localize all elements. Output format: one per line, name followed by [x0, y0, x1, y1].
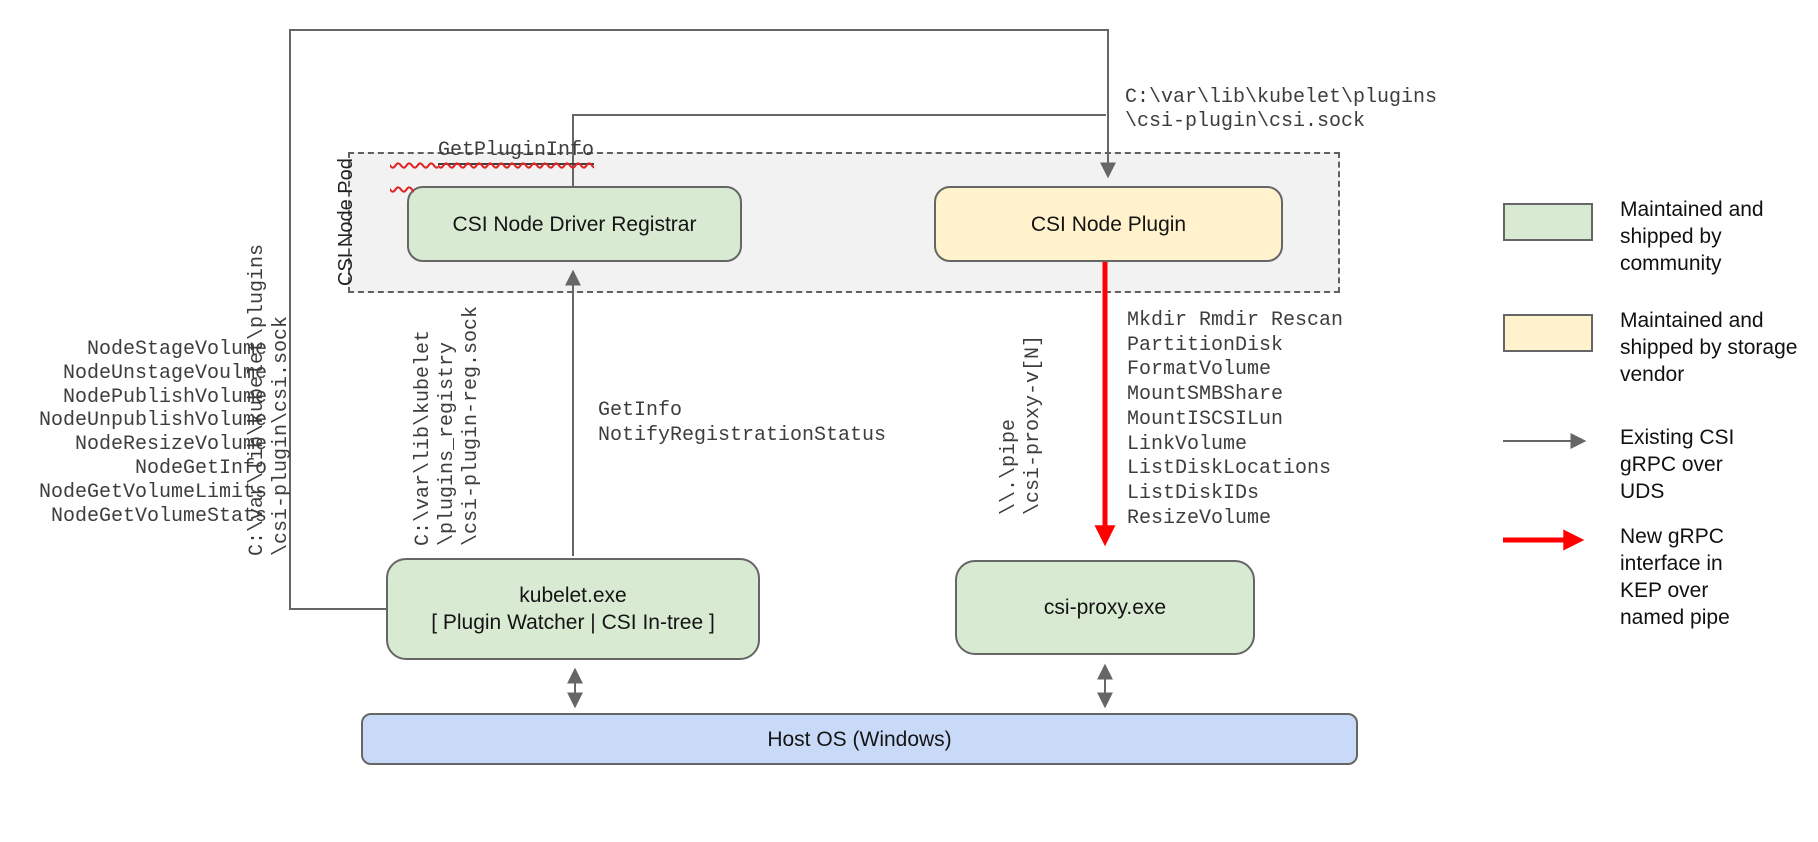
legend-vendor-label: Maintained and shipped by storage vendor [1620, 309, 1798, 386]
csi-proxy-api-item: ListDiskIDs [1127, 481, 1260, 505]
legend-community-label: Maintained and shipped by community [1620, 198, 1764, 275]
legend-uds-arrow-label: Existing CSI gRPC over UDS [1620, 426, 1735, 503]
node-rpc-call-item: NodeUnpublishVolume [38, 409, 267, 433]
registrar-box-label: CSI Node Driver Registrar [452, 212, 697, 236]
csi-proxy-api-item: ListDiskLocations [1127, 457, 1332, 481]
csi-proxy-api-item: MountISCSILun [1127, 407, 1284, 431]
csi-proxy-box: csi-proxy.exe [955, 560, 1255, 655]
node-rpc-call-item: NodeGetInfo [134, 456, 267, 480]
csi-proxy-api-item: Mkdir Rmdir Rescan [1127, 309, 1344, 332]
node-rpc-call-item: NodeResizeVolume [74, 433, 267, 457]
named-pipe-path-vertical-label: \\.\pipe \csi-proxy-v[N] [998, 334, 1045, 515]
node-rpc-call-item: NodeStageVolume [86, 338, 267, 361]
plugin-reg-sock-path-vertical-label: C:\var\lib\kubelet \plugins_registry \cs… [412, 305, 483, 546]
host-os-box: Host OS (Windows) [361, 713, 1358, 765]
getplugininfo-label: GetPluginInfo [390, 115, 595, 187]
registration-calls-label: GetInfo NotifyRegistrationStatus [598, 399, 887, 447]
csi-proxy-api-item: PartitionDisk [1127, 333, 1284, 357]
kubelet-box: kubelet.exe [ Plugin Watcher | CSI In-tr… [386, 558, 760, 660]
csi-node-plugin-box: CSI Node Plugin [934, 186, 1283, 262]
legend-namedpipe-arrow-label: New gRPC interface in KEP over named pip… [1620, 525, 1730, 629]
csi-proxy-api-item: ResizeVolume [1127, 506, 1272, 530]
csi-node-pod-label: CSI Node Pod [335, 158, 357, 286]
kubelet-box-label: kubelet.exe [ Plugin Watcher | CSI In-tr… [431, 584, 715, 634]
getplugininfo-underlined-text: GetPluginInfo [438, 139, 595, 165]
node-rpc-call-item: NodeGetVolumeLimits [38, 480, 267, 504]
node-rpc-call-item: NodeUnstageVoulme [62, 361, 267, 385]
csi-proxy-api-item: FormatVolume [1127, 358, 1272, 382]
host-os-box-label: Host OS (Windows) [767, 727, 952, 751]
csi-proxy-box-label: csi-proxy.exe [1043, 596, 1167, 619]
csi-proxy-api-item: MountSMBShare [1127, 383, 1284, 407]
kubelet-to-plugin-uds-arrow [289, 29, 1116, 610]
legend-community-swatch [1503, 203, 1593, 241]
node-rpc-call-item: NodeGetVolumeStats [50, 504, 267, 528]
node-rpc-call-item: NodePublishVolume [62, 385, 267, 409]
csi-node-driver-registrar-box: CSI Node Driver Registrar [407, 186, 742, 262]
csi-sock-path-top-label: C:\var\lib\kubelet\plugins \csi-plugin\c… [1125, 86, 1438, 133]
csi-proxy-api-item: LinkVolume [1127, 432, 1248, 456]
legend-vendor-swatch [1503, 314, 1593, 352]
registrar-getplugininfo-line [572, 114, 1106, 186]
plugin-box-label: CSI Node Plugin [1030, 212, 1187, 236]
